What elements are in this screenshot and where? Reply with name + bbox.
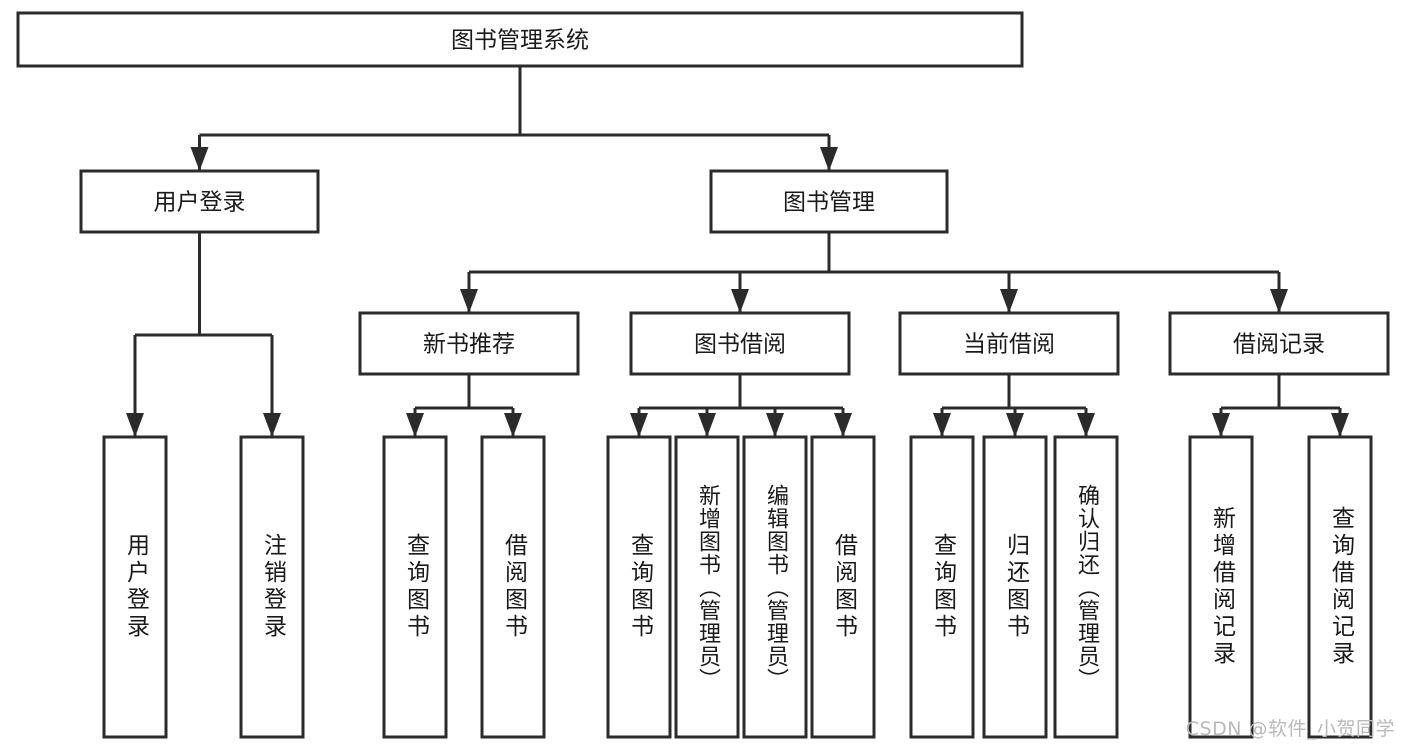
node-label-borrow-record: 借阅记录: [1233, 332, 1325, 358]
arrow-icon-user-login: [190, 147, 209, 171]
arrow-icon-leaf-add-book: [698, 413, 716, 437]
node-box-borrow-record[interactable]: [1168, 311, 1390, 376]
arrow-icon-new-book-recommend: [460, 289, 478, 313]
node-box-leaf-add-record[interactable]: [1188, 435, 1254, 739]
arrow-icon-leaf-borrow-book-1: [504, 413, 522, 437]
node-box-leaf-add-book[interactable]: [674, 435, 740, 739]
node-boxes-layer: [16, 11, 1390, 739]
node-box-leaf-borrow-book-2[interactable]: [810, 435, 876, 739]
node-box-leaf-query-book-2[interactable]: [606, 435, 672, 739]
arrow-icon-leaf-confirm-return: [1077, 413, 1095, 437]
arrow-icon-leaf-edit-book: [766, 413, 784, 437]
connector-lines-layer: [126, 66, 1349, 437]
arrow-icon-leaf-query-book-2: [630, 413, 648, 437]
node-label-current-borrow: 当前借阅: [963, 332, 1055, 358]
node-box-leaf-query-record[interactable]: [1307, 435, 1373, 739]
arrow-icon-book-manage: [820, 147, 838, 171]
node-box-book-manage[interactable]: [709, 169, 949, 234]
node-box-leaf-edit-book[interactable]: [742, 435, 808, 739]
node-label-new-book-recommend: 新书推荐: [423, 332, 515, 358]
arrow-icon-leaf-add-record: [1212, 413, 1230, 437]
arrow-icon-leaf-return-book: [1006, 413, 1024, 437]
arrow-icon-leaf-query-record: [1331, 413, 1349, 437]
arrow-icon-leaf-user-logout: [263, 413, 281, 437]
node-box-leaf-user-logout[interactable]: [239, 435, 305, 739]
node-label-book-manage: 图书管理: [783, 190, 875, 216]
node-box-leaf-return-book[interactable]: [982, 435, 1048, 739]
arrow-icon-current-borrow: [1000, 289, 1018, 313]
node-box-leaf-confirm-return[interactable]: [1053, 435, 1119, 739]
csdn-watermark: CSDN @软件_小贺同学: [1185, 718, 1395, 740]
arrow-icon-leaf-borrow-book-2: [834, 413, 852, 437]
node-label-book-borrow: 图书借阅: [694, 332, 786, 358]
node-label-user-login: 用户登录: [154, 190, 246, 216]
node-box-current-borrow[interactable]: [898, 311, 1120, 376]
node-box-leaf-query-book-1[interactable]: [382, 435, 448, 739]
arrow-icon-leaf-query-book-1: [406, 413, 424, 437]
arrow-icon-book-borrow: [731, 289, 749, 313]
arrow-icon-leaf-user-login: [126, 413, 144, 437]
node-box-new-book-recommend[interactable]: [358, 311, 580, 376]
node-box-book-borrow[interactable]: [629, 311, 851, 376]
node-box-root[interactable]: [16, 11, 1024, 68]
node-box-leaf-user-login[interactable]: [102, 435, 168, 739]
node-box-leaf-query-book-3[interactable]: [909, 435, 975, 739]
arrow-icon-leaf-query-book-3: [933, 413, 951, 437]
node-label-root: 图书管理系统: [451, 28, 589, 54]
arrow-icon-borrow-record: [1270, 289, 1288, 313]
node-box-leaf-borrow-book-1[interactable]: [480, 435, 546, 739]
node-box-user-login[interactable]: [79, 169, 320, 234]
